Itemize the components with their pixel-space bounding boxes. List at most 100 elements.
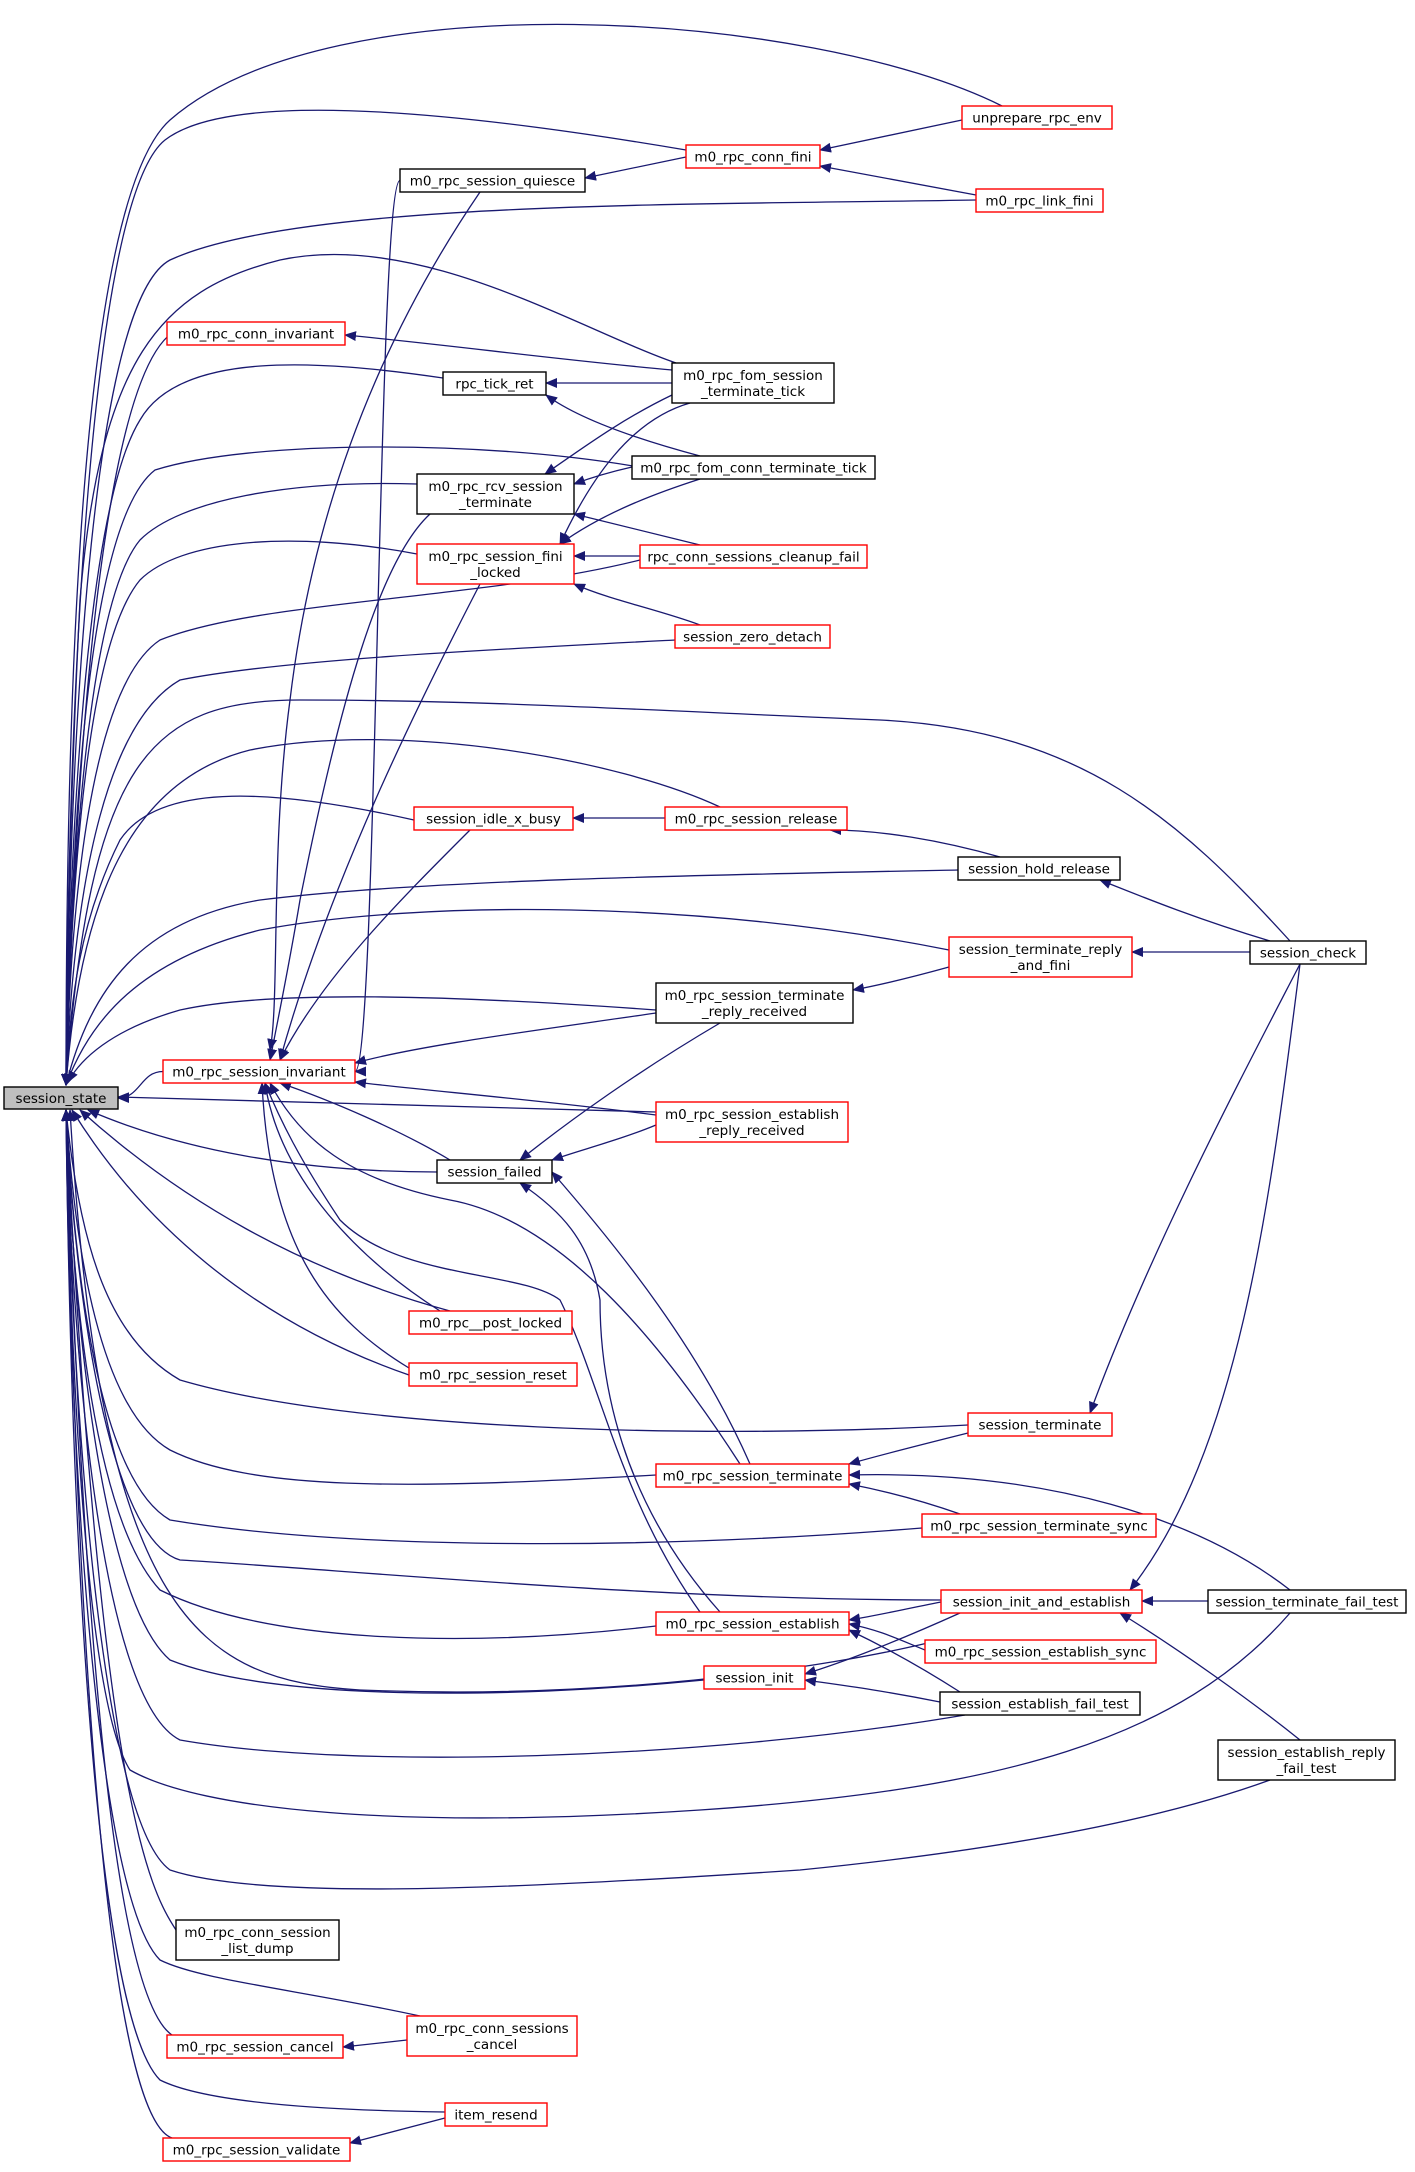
node-label: session_terminate_reply bbox=[959, 942, 1123, 958]
node-session-failed[interactable]: session_failed bbox=[436, 1159, 553, 1184]
node-label: m0_rpc_session_establish_sync bbox=[935, 1645, 1147, 1661]
edge-item-resend-to-session-state bbox=[61, 1109, 446, 2113]
node-session-hold-release[interactable]: session_hold_release bbox=[957, 856, 1121, 881]
node-m0-rpc-conn-fini[interactable]: m0_rpc_conn_fini bbox=[685, 144, 821, 169]
node-session-idle-x-busy[interactable]: session_idle_x_busy bbox=[413, 806, 574, 831]
edge-rpc-conn-sessions-cleanup-fail-to-m0-rpc-rcv-session-terminate bbox=[573, 511, 701, 546]
node-m0-rpc-conn-invariant[interactable]: m0_rpc_conn_invariant bbox=[166, 321, 346, 346]
node-m0-rpc-session-reset[interactable]: m0_rpc_session_reset bbox=[408, 1362, 578, 1387]
edge-m0-rpc-session-release-to-session-state bbox=[61, 739, 721, 1086]
node-box bbox=[639, 544, 868, 569]
node-box bbox=[444, 2102, 548, 2127]
node-m0-rpc-session-establish-sync[interactable]: m0_rpc_session_establish_sync bbox=[924, 1639, 1157, 1664]
node-session-terminate-fail-test[interactable]: session_terminate_fail_test bbox=[1207, 1589, 1407, 1614]
edge-m0-rpc-conn-sessions-cancel-to-m0-rpc-session-cancel bbox=[342, 2039, 408, 2051]
edge-layer bbox=[61, 23, 1301, 2146]
edge-session-zero-detach-to-session-state bbox=[61, 639, 676, 1086]
edge-session-establish-reply-fail-test-to-session-init-and-establish bbox=[1119, 1612, 1301, 1741]
node-item-resend[interactable]: item_resend bbox=[444, 2102, 548, 2127]
node-session-state[interactable]: session_state bbox=[3, 1086, 119, 1110]
node-m0-rpc-fom-session-terminate-tick[interactable]: m0_rpc_fom_session_terminate_tick bbox=[671, 362, 835, 404]
node-box bbox=[703, 1665, 806, 1690]
edge-session-init-and-establish-to-m0-rpc-session-establish bbox=[848, 1601, 942, 1624]
node-box bbox=[921, 1513, 1157, 1538]
edge-m0-rpc-fom-session-terminate-tick-to-m0-rpc-conn-invariant bbox=[344, 331, 673, 371]
edge-m0-rpc--post-locked-to-m0-rpc-session-invariant bbox=[261, 1082, 441, 1312]
node-rpc-tick-ret[interactable]: rpc_tick_ret bbox=[442, 371, 547, 396]
node-label: m0_rpc_link_fini bbox=[985, 194, 1093, 210]
node-box bbox=[961, 105, 1113, 130]
edge-m0-rpc-fom-conn-terminate-tick-to-session-state bbox=[61, 446, 634, 1086]
node-m0-rpc-link-fini[interactable]: m0_rpc_link_fini bbox=[975, 188, 1104, 213]
node-m0-rpc-session-invariant[interactable]: m0_rpc_session_invariant bbox=[162, 1059, 356, 1084]
node-session-zero-detach[interactable]: session_zero_detach bbox=[674, 624, 831, 649]
edge-m0-rpc-session-quiesce-to-m0-rpc-session-invariant bbox=[354, 179, 401, 1077]
node-m0-rpc-session-terminate-reply-received[interactable]: m0_rpc_session_terminate_reply_received bbox=[655, 982, 854, 1024]
node-rpc-conn-sessions-cleanup-fail[interactable]: rpc_conn_sessions_cleanup_fail bbox=[639, 544, 868, 569]
node-box bbox=[166, 2034, 344, 2059]
node-box bbox=[416, 473, 575, 515]
edge-m0-rpc-session-establish-reply-received-to-session-state bbox=[117, 1092, 657, 1113]
node-session-terminate[interactable]: session_terminate bbox=[967, 1412, 1113, 1437]
node-box bbox=[399, 168, 586, 193]
edge-m0-rpc-session-terminate-sync-to-m0-rpc-session-terminate bbox=[848, 1481, 961, 1515]
node-m0-rpc-conn-sessions-cancel[interactable]: m0_rpc_conn_sessions_cancel bbox=[406, 2015, 578, 2057]
node-box bbox=[671, 362, 835, 404]
edge-m0-rpc-session-establish-to-session-failed bbox=[519, 1182, 721, 1613]
edge-session-init-and-establish-to-session-init bbox=[804, 1612, 961, 1676]
node-label: session_zero_detach bbox=[683, 630, 822, 646]
edge-item-resend-to-m0-rpc-session-validate bbox=[349, 2117, 446, 2146]
node-m0-rpc-session-establish[interactable]: m0_rpc_session_establish bbox=[655, 1611, 850, 1636]
node-label: rpc_tick_ret bbox=[455, 377, 533, 393]
node-layer: session_state unprepare_rpc_env m0_rpc_con… bbox=[3, 105, 1407, 2162]
edge-session-hold-release-to-m0-rpc-session-release bbox=[829, 825, 1001, 858]
node-box bbox=[416, 543, 575, 585]
edge-m0-rpc-session-reset-to-session-state bbox=[71, 1109, 410, 1376]
edge-session-zero-detach-to-m0-rpc-session-fini-locked bbox=[573, 583, 701, 626]
edge-m0-rpc-session-establish-reply-received-to-m0-rpc-session-invariant bbox=[354, 1078, 657, 1116]
node-label: m0_rpc_conn_sessions bbox=[415, 2021, 568, 2037]
node-label: item_resend bbox=[454, 2108, 537, 2124]
node-session-terminate-reply-and-fini[interactable]: session_terminate_reply_and_fini bbox=[948, 936, 1133, 978]
node-m0-rpc-session-quiesce[interactable]: m0_rpc_session_quiesce bbox=[399, 168, 586, 193]
edge-unprepare-rpc-env-to-m0-rpc-conn-fini bbox=[819, 119, 963, 153]
node-m0-rpc-session-terminate-sync[interactable]: m0_rpc_session_terminate_sync bbox=[921, 1513, 1157, 1538]
node-box bbox=[413, 806, 574, 831]
node-m0-rpc-session-fini-locked[interactable]: m0_rpc_session_fini_locked bbox=[416, 543, 575, 585]
edge-m0-rpc-fom-conn-terminate-tick-to-m0-rpc-session-fini-locked bbox=[559, 478, 701, 545]
edge-m0-rpc-session-establish-sync-to-session-state bbox=[65, 1109, 941, 1693]
node-m0-rpc-session-cancel[interactable]: m0_rpc_session_cancel bbox=[166, 2034, 344, 2059]
node-m0-rpc-session-terminate[interactable]: m0_rpc_session_terminate bbox=[655, 1463, 850, 1488]
node-box bbox=[1207, 1589, 1407, 1614]
edge-m0-rpc-session-invariant-to-session-state bbox=[117, 1070, 164, 1103]
node-label: _reply_received bbox=[698, 1123, 804, 1139]
node-m0-rpc--post-locked[interactable]: m0_rpc__post_locked bbox=[408, 1310, 573, 1335]
node-unprepare-rpc-env[interactable]: unprepare_rpc_env bbox=[961, 105, 1113, 130]
node-box bbox=[162, 2137, 351, 2162]
node-session-init[interactable]: session_init bbox=[703, 1665, 806, 1690]
node-m0-rpc-session-validate[interactable]: m0_rpc_session_validate bbox=[162, 2137, 351, 2162]
node-m0-rpc-rcv-session-terminate[interactable]: m0_rpc_rcv_session_terminate bbox=[416, 473, 575, 515]
edge-m0-rpc-conn-sessions-cancel-to-session-state bbox=[61, 1109, 421, 2017]
node-session-establish-reply-fail-test[interactable]: session_establish_reply_fail_test bbox=[1217, 1739, 1396, 1781]
node-m0-rpc-session-release[interactable]: m0_rpc_session_release bbox=[664, 806, 848, 831]
node-session-establish-fail-test[interactable]: session_establish_fail_test bbox=[939, 1691, 1141, 1716]
edge-m0-rpc-fom-session-terminate-tick-to-m0-rpc-session-fini-locked bbox=[559, 402, 691, 545]
edge-m0-rpc-fom-session-terminate-tick-to-session-state bbox=[61, 253, 677, 1086]
node-box bbox=[631, 455, 876, 480]
node-label: m0_rpc_session_quiesce bbox=[410, 174, 575, 190]
node-label: session_init bbox=[715, 1671, 793, 1687]
node-m0-rpc-fom-conn-terminate-tick[interactable]: m0_rpc_fom_conn_terminate_tick bbox=[631, 455, 876, 480]
node-session-check[interactable]: session_check bbox=[1249, 940, 1367, 965]
node-m0-rpc-session-establish-reply-received[interactable]: m0_rpc_session_establish_reply_received bbox=[655, 1101, 849, 1143]
edge-m0-rpc-session-terminate-to-session-failed bbox=[551, 1171, 751, 1465]
node-box bbox=[975, 188, 1104, 213]
node-label: _list_dump bbox=[220, 1941, 293, 1957]
edge-session-terminate-to-session-state bbox=[62, 1109, 969, 1433]
edge-m0-rpc-session-terminate-reply-received-to-session-state bbox=[67, 996, 657, 1083]
node-session-init-and-establish[interactable]: session_init_and_establish bbox=[940, 1589, 1143, 1614]
node-m0-rpc-conn-session-list-dump[interactable]: m0_rpc_conn_session_list_dump bbox=[175, 1919, 340, 1961]
node-box bbox=[924, 1639, 1157, 1664]
edge-session-idle-x-busy-to-m0-rpc-session-invariant bbox=[279, 829, 471, 1061]
